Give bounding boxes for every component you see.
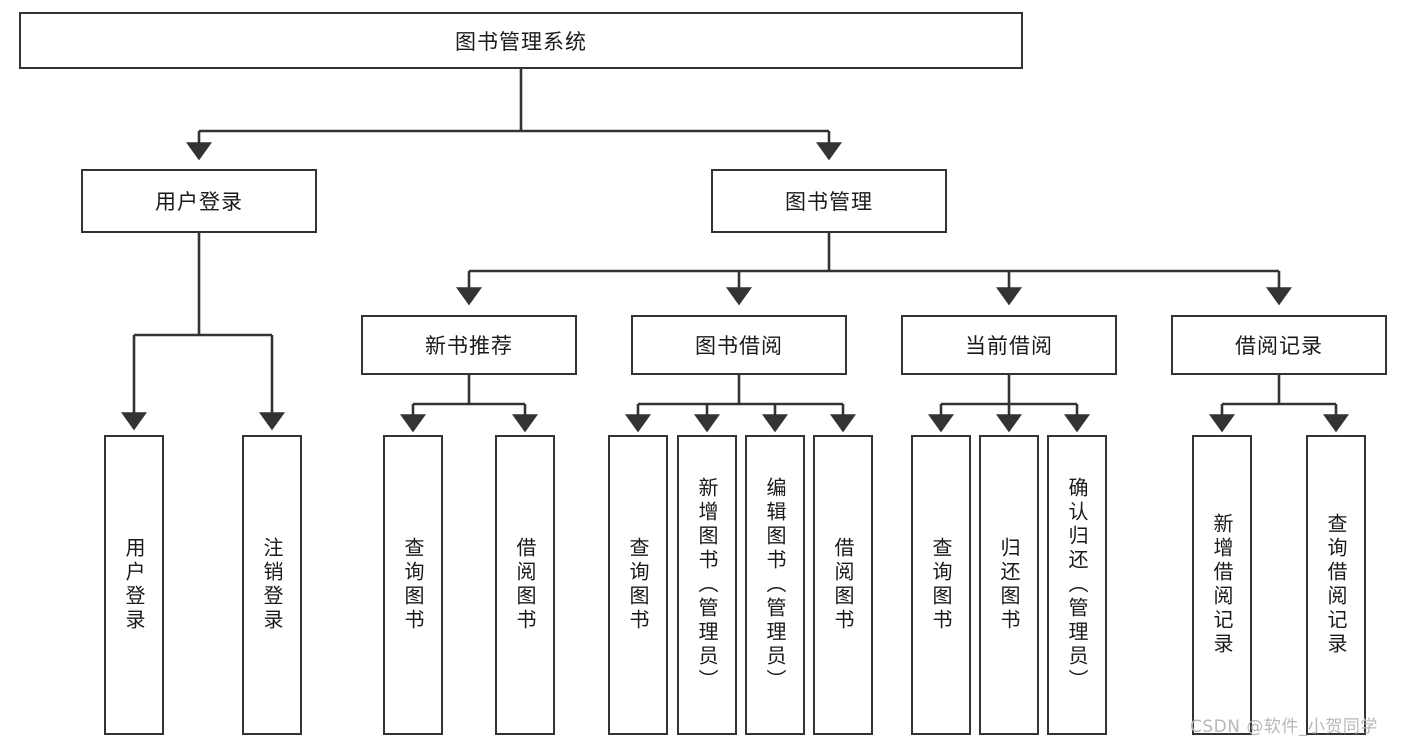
node-root-label: 图书管理系统 <box>455 29 587 54</box>
node-current-borrow[interactable]: 当前借阅 <box>901 315 1117 375</box>
node-leaf-add-book[interactable]: 新增图书（管理员） <box>677 435 737 735</box>
node-leaf-edit-book-label: 编辑图书（管理员） <box>763 477 787 693</box>
node-leaf-query-book-1-label: 查询图书 <box>401 537 425 633</box>
node-leaf-edit-book[interactable]: 编辑图书（管理员） <box>745 435 805 735</box>
node-leaf-query-record[interactable]: 查询借阅记录 <box>1306 435 1366 735</box>
node-borrow-record[interactable]: 借阅记录 <box>1171 315 1387 375</box>
node-leaf-logout[interactable]: 注销登录 <box>242 435 302 735</box>
node-leaf-confirm-return-label: 确认归还（管理员） <box>1065 477 1089 693</box>
node-leaf-borrow-book-2[interactable]: 借阅图书 <box>813 435 873 735</box>
node-book-borrow-label: 图书借阅 <box>695 334 783 358</box>
node-leaf-query-book-2[interactable]: 查询图书 <box>608 435 668 735</box>
node-leaf-borrow-book-1[interactable]: 借阅图书 <box>495 435 555 735</box>
node-book-manage-label: 图书管理 <box>785 190 873 214</box>
node-leaf-query-book-3[interactable]: 查询图书 <box>911 435 971 735</box>
node-leaf-add-record-label: 新增借阅记录 <box>1210 513 1234 657</box>
node-leaf-user-login-label: 用户登录 <box>122 537 146 633</box>
node-leaf-query-book-3-label: 查询图书 <box>929 537 953 633</box>
node-leaf-query-record-label: 查询借阅记录 <box>1324 513 1348 657</box>
node-borrow-record-label: 借阅记录 <box>1235 334 1323 358</box>
node-user-login-label: 用户登录 <box>155 190 243 214</box>
node-leaf-add-book-label: 新增图书（管理员） <box>695 477 719 693</box>
node-leaf-return-book-label: 归还图书 <box>997 537 1021 633</box>
node-leaf-logout-label: 注销登录 <box>260 537 284 633</box>
node-user-login[interactable]: 用户登录 <box>81 169 317 233</box>
node-book-borrow[interactable]: 图书借阅 <box>631 315 847 375</box>
node-leaf-borrow-book-2-label: 借阅图书 <box>831 537 855 633</box>
csdn-watermark: CSDN @软件_小贺同学 <box>1190 717 1378 737</box>
node-leaf-user-login[interactable]: 用户登录 <box>104 435 164 735</box>
node-leaf-borrow-book-1-label: 借阅图书 <box>513 537 537 633</box>
node-leaf-confirm-return[interactable]: 确认归还（管理员） <box>1047 435 1107 735</box>
node-root[interactable]: 图书管理系统 <box>19 12 1023 69</box>
node-leaf-query-book-2-label: 查询图书 <box>626 537 650 633</box>
node-leaf-add-record[interactable]: 新增借阅记录 <box>1192 435 1252 735</box>
node-new-book-rec[interactable]: 新书推荐 <box>361 315 577 375</box>
node-book-manage[interactable]: 图书管理 <box>711 169 947 233</box>
node-leaf-return-book[interactable]: 归还图书 <box>979 435 1039 735</box>
node-new-book-rec-label: 新书推荐 <box>425 334 513 358</box>
node-leaf-query-book-1[interactable]: 查询图书 <box>383 435 443 735</box>
node-current-borrow-label: 当前借阅 <box>965 334 1053 358</box>
